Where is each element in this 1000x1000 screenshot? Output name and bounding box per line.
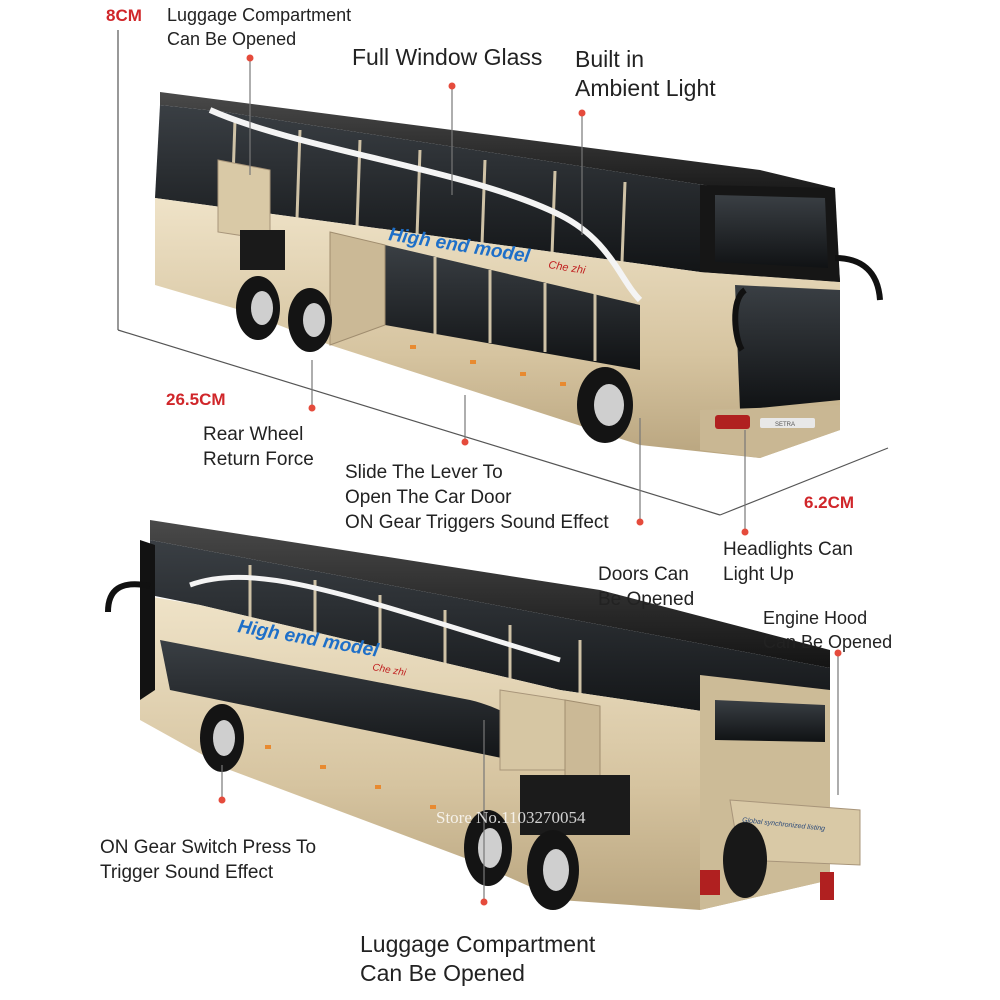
callout-ambient-light: Built in Ambient Light — [575, 46, 716, 101]
callout-leaders — [221, 60, 839, 900]
callout-doors: Doors Can Be Opened — [598, 564, 695, 610]
dimension-lines — [117, 30, 889, 516]
top-bus: High end model Che zhi SETRA — [155, 92, 883, 458]
callout-engine-hood: Engine Hood Can Be Opened — [763, 608, 893, 652]
length-dimension: 26.5CM — [166, 390, 226, 409]
top-bus-brand: Che zhi — [548, 259, 587, 277]
callout-dots — [218, 54, 842, 906]
callout-headlights: Headlights Can Light Up — [723, 539, 853, 585]
height-dimension: 8CM — [106, 6, 142, 25]
front-badge: SETRA — [775, 422, 795, 428]
callout-window-glass: Full Window Glass — [352, 44, 543, 70]
callout-slide-lever: Slide The Lever To Open The Car Door ON … — [345, 462, 609, 533]
store-watermark: Store No.1103270054 — [436, 808, 586, 827]
callout-luggage-top: Luggage Compartment Can Be Opened — [167, 5, 352, 49]
bottom-bus: High end model Che zhi Global synchroniz… — [105, 520, 861, 910]
width-dimension: 6.2CM — [804, 493, 855, 512]
callout-luggage-bottom: Luggage Compartment Can Be Opened — [360, 931, 596, 986]
callout-rear-wheel: Rear Wheel Return Force — [203, 424, 314, 470]
callout-on-gear: ON Gear Switch Press To Trigger Sound Ef… — [100, 837, 317, 883]
